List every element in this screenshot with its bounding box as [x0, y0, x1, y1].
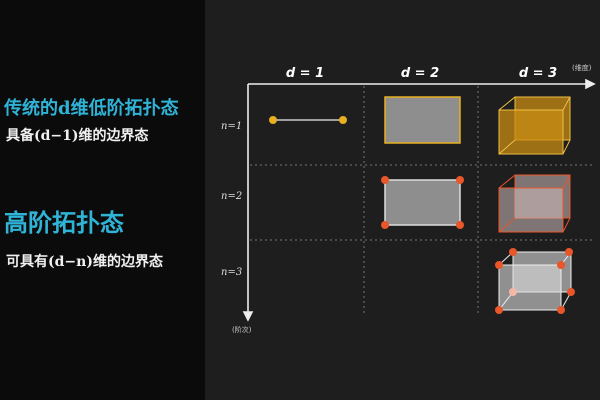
y-axis-arrow-icon — [242, 311, 254, 322]
heading-high-order: 高阶拓扑态 — [4, 208, 124, 237]
column-label-d3: d = 3 — [519, 66, 557, 81]
column-label-d2: d = 2 — [401, 66, 439, 81]
row-label-n2: n=2 — [221, 191, 242, 202]
heading-low-order: 传统的d维低阶拓扑态 — [4, 98, 179, 119]
row-label-n3: n=3 — [221, 267, 242, 278]
cube-red-edges — [498, 174, 571, 233]
cube-gold-faces — [498, 96, 571, 155]
column-label-d1: d = 1 — [286, 66, 324, 81]
subtext-low-order: 具备(d−1)维的边界态 — [6, 128, 149, 144]
square-red-corners — [381, 176, 464, 229]
x-axis-label: (维度) — [572, 63, 592, 72]
segment-with-endpoints — [269, 116, 347, 124]
x-axis-arrow-icon — [585, 78, 596, 90]
cube-red-corners — [495, 248, 575, 314]
row-label-n1: n=1 — [221, 121, 242, 132]
grid-lines — [250, 86, 595, 315]
y-axis-label: (阶次) — [232, 325, 252, 334]
square-gold-edges — [384, 96, 461, 144]
subtext-high-order: 可具有(d−n)维的边界态 — [6, 254, 163, 270]
